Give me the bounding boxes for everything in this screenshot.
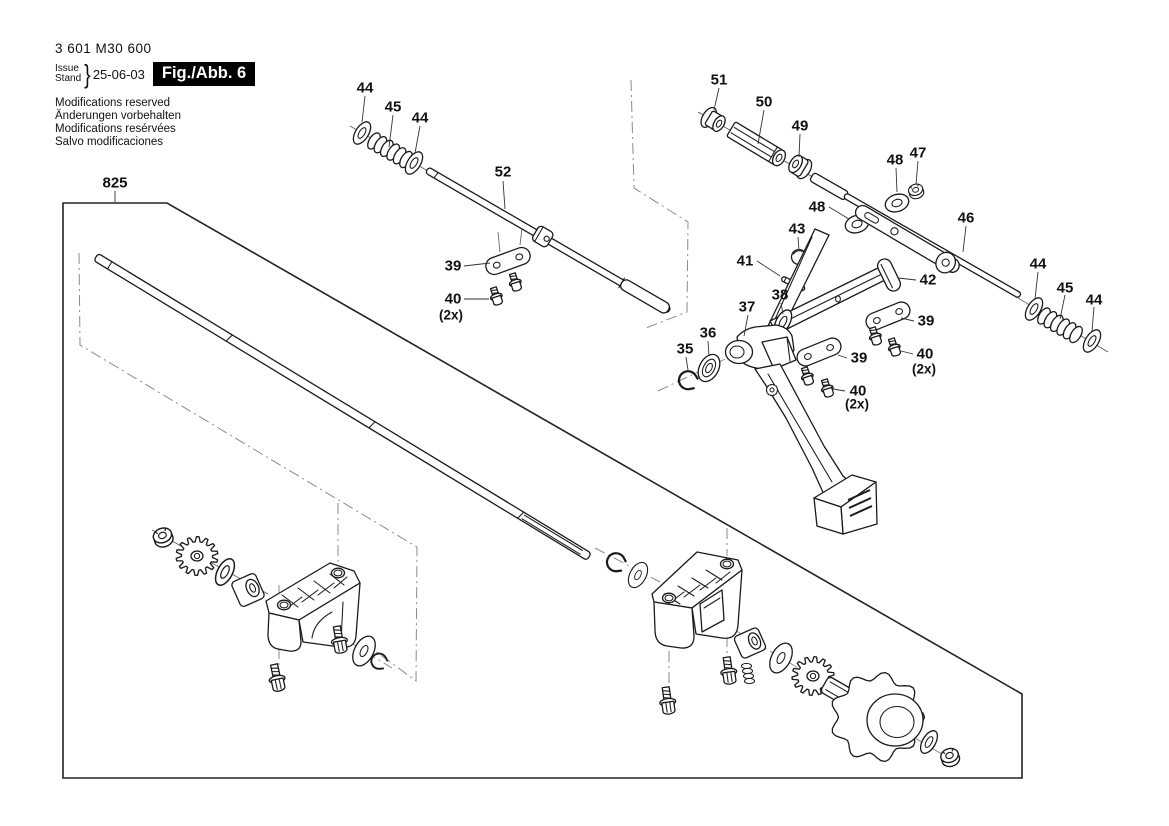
callout-44: 44: [1085, 291, 1103, 309]
callout-45: 45: [1056, 279, 1074, 297]
modification-note-1: Änderungen vorbehalten: [55, 110, 181, 122]
bushing-51: [700, 106, 726, 132]
callout-41: 41: [736, 252, 754, 270]
screw-40: [885, 336, 904, 359]
callout-44: 44: [411, 109, 429, 127]
callout-52: 52: [494, 163, 512, 181]
callout-45: 45: [384, 98, 402, 116]
nut-47: [906, 181, 926, 202]
bolt: [718, 655, 739, 686]
callout-36: 36: [699, 324, 717, 342]
callout-48: 48: [886, 151, 904, 169]
link-46: [854, 204, 960, 274]
modification-note-0: Modifications reserved: [55, 97, 171, 109]
callout-44: 44: [1029, 255, 1047, 273]
spring-45: [1034, 305, 1086, 346]
sleeve-50: [726, 121, 787, 167]
gear-left: [175, 536, 219, 576]
callout-37: 37: [738, 298, 756, 316]
callout-43: 43: [788, 220, 806, 238]
plate-39: [482, 244, 534, 278]
brace-glyph: }: [84, 58, 91, 89]
leader-lines: [114, 87, 1095, 392]
callout-44: 44: [356, 79, 374, 97]
bolt: [657, 685, 678, 716]
hand-knob: [820, 671, 926, 763]
issue-stand-labels: Issue Stand: [55, 64, 81, 84]
modification-note-3: Salvo modificaciones: [55, 136, 164, 148]
issue-row: Issue Stand } 25-06-03 Fig./Abb. 6: [55, 58, 256, 89]
callout-39: 39: [444, 257, 462, 275]
callout-38: 38: [771, 286, 789, 304]
callout-40: 40: [444, 290, 462, 308]
small-spring: [740, 662, 756, 685]
e-clip-35: [675, 367, 701, 394]
callout-40: 40: [849, 382, 867, 400]
screw-40: [798, 365, 817, 388]
modification-note-2: Modifications resérvées: [55, 123, 176, 135]
callout-47: 47: [909, 144, 927, 162]
callout-40: 40: [916, 345, 934, 363]
callout-2x: (2x): [438, 307, 464, 323]
assembly-825-border: [62, 202, 1023, 779]
main-shaft: [94, 253, 591, 560]
plate-39: [793, 334, 845, 370]
nut: [938, 745, 963, 770]
screw-40: [818, 377, 837, 400]
callout-2x: (2x): [844, 396, 870, 412]
e-clip: [602, 548, 629, 576]
callout-825: 825: [102, 174, 128, 192]
washer-48: [882, 190, 912, 216]
grommet-36: [697, 353, 721, 383]
flange-nut: [150, 524, 176, 551]
stand-label: Stand: [55, 73, 82, 84]
nut-49: [788, 154, 813, 180]
bracket-mid: [651, 551, 743, 649]
callout-42: 42: [919, 271, 937, 289]
bracket-left: [265, 562, 361, 652]
bushing-block: [733, 627, 767, 659]
callout-39: 39: [850, 349, 868, 367]
issue-date: 25-06-03: [92, 66, 145, 82]
callout-49: 49: [791, 117, 809, 135]
callout-50: 50: [755, 93, 773, 111]
screw-40: [506, 271, 525, 294]
lever-37: [724, 324, 878, 535]
figure-label: Fig./Abb. 6: [152, 62, 256, 86]
bracket-42: [766, 228, 902, 335]
document-part-number: 3 601 M30 600: [55, 41, 152, 56]
callout-48: 48: [808, 198, 826, 216]
axis-lines: [151, 111, 1109, 595]
bushing-block: [231, 573, 265, 607]
screw-40: [487, 285, 506, 308]
bolt: [265, 662, 289, 694]
rod-52: [425, 167, 671, 314]
washer-44: [1079, 326, 1105, 356]
callout-39: 39: [917, 312, 935, 330]
callout-51: 51: [710, 71, 728, 89]
screw-40: [866, 325, 885, 348]
callout-2x: (2x): [911, 361, 937, 377]
callout-35: 35: [676, 340, 694, 358]
large-washer: [764, 638, 798, 678]
issue-label: Issue: [55, 63, 79, 74]
callout-46: 46: [957, 209, 975, 227]
